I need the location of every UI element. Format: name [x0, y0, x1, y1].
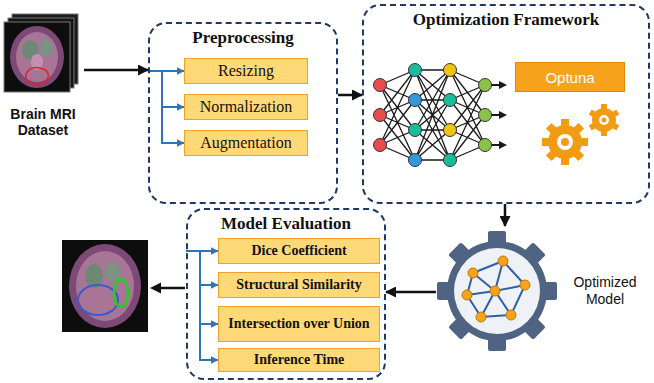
tool-label: Optuna: [545, 69, 594, 86]
model-gear-icon: [437, 231, 557, 351]
metric-label: Inference Time: [254, 352, 345, 368]
neural-network-icon: [499, 141, 507, 149]
neural-network-icon: [499, 81, 507, 89]
metric-box: Dice Coefficient: [218, 238, 380, 264]
output-mri-image: [62, 240, 148, 332]
model-gear-icon: [437, 231, 557, 351]
neural-network-icon: [491, 85, 500, 145]
output-mri-image: [69, 244, 141, 328]
neural-network-icon: [479, 139, 492, 152]
neural-network-icon: [415, 70, 450, 160]
gears-icon: [599, 115, 609, 125]
neural-network-icon: [374, 109, 387, 122]
flow-arrow: [386, 291, 436, 294]
model-gear-icon: [467, 261, 525, 317]
model-gear-icon: [506, 310, 516, 320]
panel-title: Preprocessing: [150, 28, 336, 48]
process-label: Resizing: [218, 62, 274, 80]
gears-icon: [589, 104, 620, 136]
process-box: Resizing: [184, 58, 308, 84]
output-mri-image: [62, 240, 148, 332]
neural-network-icon: [444, 154, 457, 167]
stage-panel: Model EvaluationDice CoefficientStructur…: [186, 208, 386, 380]
neural-network-icon: [444, 94, 457, 107]
model-gear-icon: [520, 280, 530, 290]
metric-box: Intersection over Union: [218, 306, 380, 342]
bracket-arrow: [148, 71, 184, 107]
output-arrow: [150, 283, 161, 294]
flow-arrow: [338, 94, 362, 97]
process-box: Normalization: [184, 94, 308, 120]
bracket-arrow: [148, 71, 184, 143]
output-mri-image: [78, 285, 118, 315]
process-label: Normalization: [200, 98, 292, 116]
mri-stack: [10, 26, 64, 88]
neural-network-icon: [374, 64, 508, 167]
flow-arrow: [84, 69, 148, 72]
gears-icon: [548, 125, 582, 159]
dataset-node: Brain MRI Dataset: [2, 12, 84, 140]
gears-icon: [592, 108, 616, 132]
neural-network-icon: [444, 64, 457, 77]
neural-network-icon: [499, 111, 507, 119]
model-label: Optimized Model: [565, 274, 645, 308]
neural-network-icon: [409, 154, 422, 167]
model-gear-icon: [447, 241, 547, 341]
gears-icon: [557, 134, 573, 150]
process-box: Augmentation: [184, 130, 308, 156]
stage-panel: PreprocessingResizingNormalizationAugmen…: [148, 22, 338, 204]
gears-icon: [542, 104, 619, 165]
bracket-arrow: [186, 251, 218, 324]
dataset-label: Brain MRI Dataset: [2, 106, 84, 140]
mri-stack: [16, 32, 58, 82]
model-node: Optimized Model: [436, 226, 645, 356]
gears-icon: [561, 138, 569, 146]
neural-network-icon: [374, 79, 387, 92]
panel-title: Model Evaluation: [188, 214, 384, 234]
neural-network-icon: [444, 124, 457, 137]
tool-box: Optuna: [515, 62, 625, 92]
neural-network-icon: [409, 124, 422, 137]
neural-network-icon: [479, 109, 492, 122]
gears-icon: [602, 118, 607, 123]
neural-network-icon: [409, 64, 422, 77]
metric-label: Dice Coefficient: [251, 243, 346, 259]
mri-stack: [39, 39, 53, 57]
process-label: Augmentation: [200, 134, 292, 152]
mri-stack: [4, 14, 78, 92]
bracket-arrow: [186, 251, 218, 360]
output-arrow: [150, 283, 185, 294]
neural-network-icon: [409, 94, 422, 107]
model-gear-icon: [498, 256, 508, 266]
stage-panel: Optimization FrameworkOptuna: [362, 4, 650, 204]
model-gear-icon: [468, 268, 478, 278]
neural-network-icon: [479, 79, 492, 92]
bracket-arrow: [186, 251, 218, 285]
neural-network-icon: [374, 64, 492, 167]
model-gear-icon: [454, 248, 540, 334]
model-gear-icon: [462, 256, 530, 322]
gears-icon: [542, 119, 588, 165]
neural-network-icon: [380, 70, 500, 160]
model-gear-icon: [490, 286, 500, 296]
metric-box: Structural Similarity: [218, 272, 380, 298]
flow-arrow: [504, 204, 507, 226]
metric-label: Structural Similarity: [236, 277, 362, 293]
mri-stack: [26, 68, 49, 85]
model-gear-icon: [476, 312, 486, 322]
metric-label: Intersection over Union: [228, 316, 369, 332]
output-mri-image: [114, 279, 128, 307]
output-arrow: [158, 287, 185, 290]
neural-network-icon: [374, 139, 387, 152]
mri-stack: [4, 22, 70, 92]
metric-box: Inference Time: [218, 348, 380, 372]
model-gear-icon: [462, 290, 472, 300]
neural-network-icon: [499, 81, 507, 149]
output-mri-image: [76, 251, 134, 321]
panel-title: Optimization Framework: [364, 10, 648, 30]
